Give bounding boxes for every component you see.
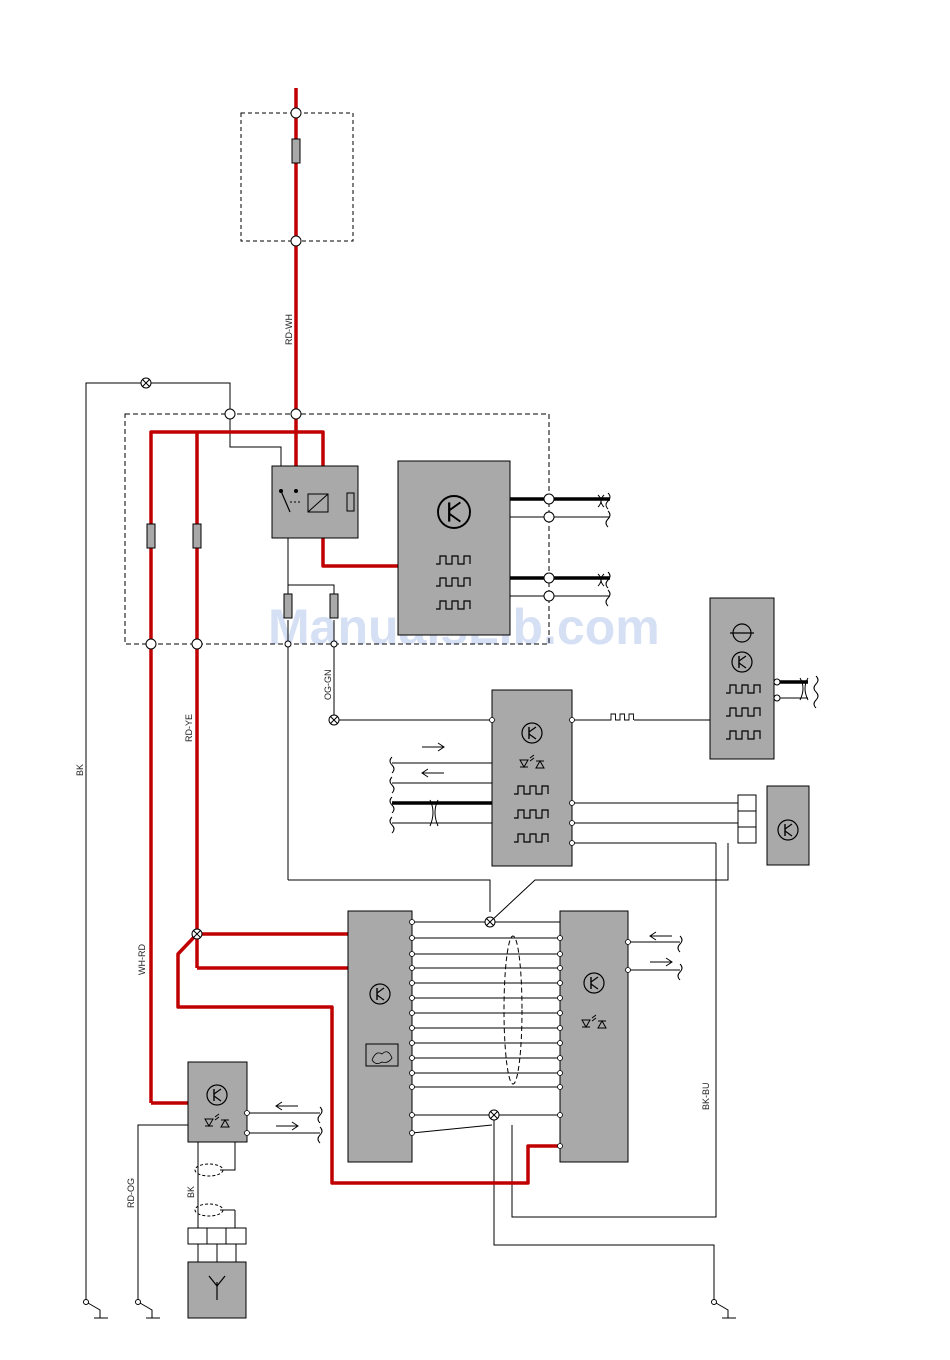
module-5 bbox=[348, 911, 412, 1162]
module-4 bbox=[738, 786, 809, 865]
wire-label-bk-bottom: BK bbox=[186, 1186, 196, 1198]
module-6 bbox=[560, 911, 628, 1162]
fuses bbox=[147, 139, 338, 618]
chip-icon bbox=[366, 1044, 398, 1066]
fuse-icon bbox=[193, 524, 201, 548]
wire-label-og-gn: OG-GN bbox=[323, 670, 333, 701]
wire-label-wh-rd: WH-RD bbox=[137, 944, 147, 975]
wire-label-bk: BK bbox=[75, 764, 85, 776]
central-control-module bbox=[398, 461, 510, 635]
wire-label-rd-og: RD-OG bbox=[126, 1178, 136, 1208]
ground-icons bbox=[84, 1300, 737, 1319]
wire-label-rd-ye: RD-YE bbox=[184, 714, 194, 742]
fuse-icon bbox=[284, 594, 292, 618]
antenna-module bbox=[188, 1228, 246, 1318]
fuse-icon bbox=[147, 524, 155, 548]
relay-module bbox=[272, 466, 358, 538]
wire-label-bk-bu: BK-BU bbox=[701, 1082, 711, 1110]
square-wave-icon bbox=[608, 714, 634, 720]
fuse-icon bbox=[330, 594, 338, 618]
cable-shield bbox=[195, 1164, 223, 1216]
cable-shield bbox=[504, 936, 522, 1084]
module-2 bbox=[492, 690, 572, 866]
fuse-icon bbox=[292, 139, 300, 163]
wire-label-rd-wh: RD-WH bbox=[284, 314, 294, 345]
module-3 bbox=[710, 598, 774, 759]
module-7 bbox=[188, 1062, 247, 1142]
